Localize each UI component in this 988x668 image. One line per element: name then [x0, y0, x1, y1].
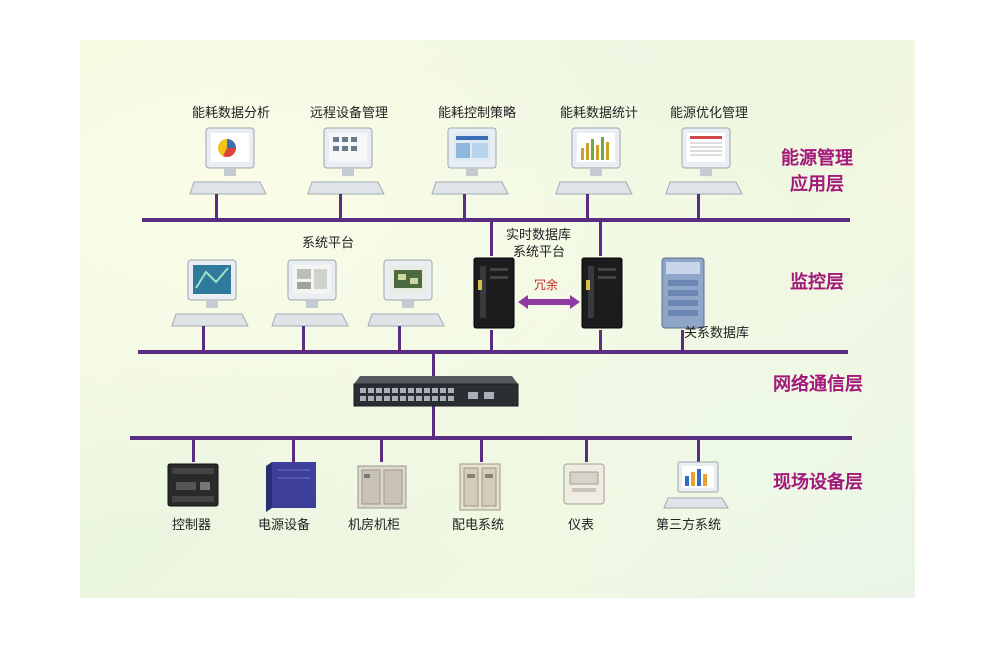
layer-title-app-line1: 能源管理	[781, 148, 853, 169]
app-item-label: 远程设备管理	[310, 106, 389, 121]
monitor-bus	[138, 350, 848, 354]
connector	[192, 438, 195, 462]
controller-icon	[167, 463, 219, 507]
double-arrow-icon	[518, 295, 580, 309]
connector	[697, 438, 700, 462]
connector	[215, 194, 218, 220]
layer-title-network: 网络通信层	[773, 374, 863, 395]
app-item-label: 能耗控制策略	[438, 106, 517, 121]
relational-db-server-icon	[661, 257, 705, 329]
monitor-computer-2	[271, 259, 349, 327]
network-switch-icon	[353, 376, 519, 407]
diagram-canvas: 能耗数据分析 远程设备管理 能耗控制策略 能耗数据统计 能源优化管理	[80, 40, 915, 598]
system-platform-label: 系统平台	[302, 236, 355, 251]
monitor-computer-1	[171, 259, 249, 327]
layer-title-field: 现场设备层	[773, 472, 863, 493]
connector	[586, 194, 589, 220]
layer-title-app: 能源管理 应用层	[772, 146, 862, 198]
connector	[585, 438, 588, 462]
connector	[292, 438, 295, 462]
app-computer-4	[555, 127, 633, 195]
connector	[339, 194, 342, 220]
connector	[599, 220, 602, 256]
connector	[302, 326, 305, 352]
connector	[697, 194, 700, 220]
realtime-db-label-1: 实时数据库	[506, 228, 572, 243]
connector	[490, 220, 493, 256]
field-item-label: 仪表	[568, 518, 595, 533]
field-item-label: 配电系统	[452, 518, 505, 533]
connector	[202, 326, 205, 352]
app-computer-2	[307, 127, 385, 195]
third-party-system-icon	[663, 461, 729, 509]
field-item-label: 控制器	[172, 518, 212, 533]
app-computer-5	[665, 127, 743, 195]
layer-title-app-line2: 应用层	[790, 174, 844, 195]
connector	[490, 330, 493, 352]
field-item-label: 第三方系统	[656, 518, 722, 533]
meter-icon	[563, 463, 605, 505]
server-cabinet-icon	[357, 465, 407, 509]
field-item-label: 电源设备	[258, 518, 311, 533]
realtime-server-icon-1	[473, 257, 515, 329]
app-computer-1	[189, 127, 267, 195]
connector	[398, 326, 401, 352]
connector	[380, 438, 383, 462]
connector	[463, 194, 466, 220]
layer-title-monitor: 监控层	[790, 272, 844, 293]
connector	[599, 330, 602, 352]
app-item-label: 能源优化管理	[670, 106, 749, 121]
realtime-server-icon-2	[581, 257, 623, 329]
realtime-db-label-2: 系统平台	[513, 245, 566, 260]
redundancy-label: 冗余	[534, 278, 559, 292]
power-device-icon	[266, 462, 316, 512]
app-item-label: 能耗数据分析	[192, 106, 271, 121]
field-item-label: 机房机柜	[348, 518, 401, 533]
distribution-system-icon	[459, 463, 501, 511]
app-item-label: 能耗数据统计	[560, 106, 639, 121]
relational-db-label: 关系数据库	[684, 326, 750, 341]
field-bus	[130, 436, 852, 440]
app-computer-3	[431, 127, 509, 195]
app-bus	[142, 218, 850, 222]
connector	[480, 438, 483, 462]
monitor-computer-3	[367, 259, 445, 327]
connector	[681, 330, 684, 352]
